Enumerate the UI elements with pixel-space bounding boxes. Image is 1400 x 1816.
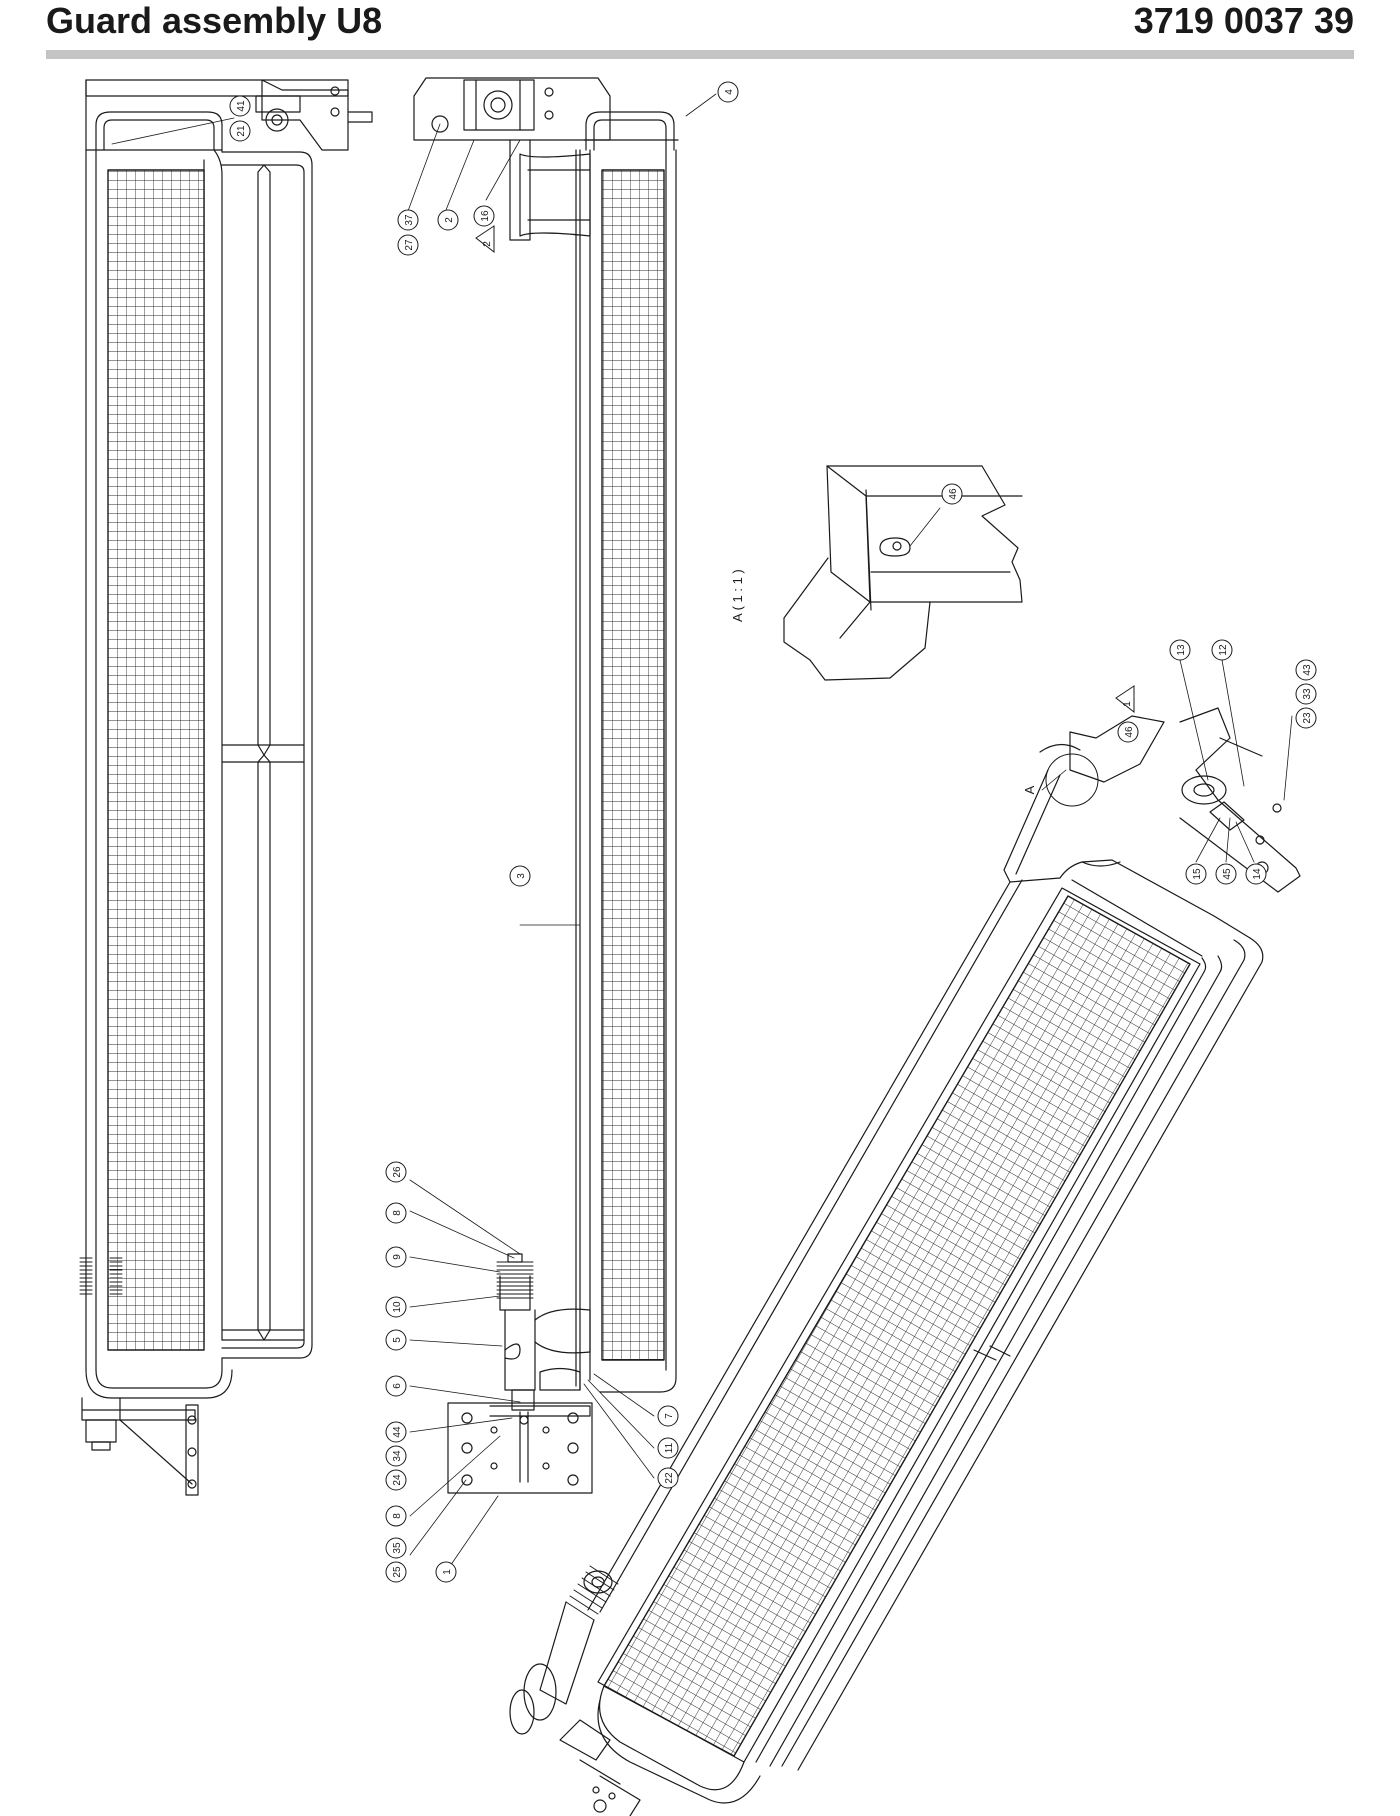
svg-text:1: 1: [1122, 701, 1133, 707]
callout-1: 1: [435, 1561, 457, 1583]
callout-45: 45: [1215, 863, 1237, 885]
detail-a-circle: [1045, 753, 1099, 807]
callout-44: 44: [385, 1421, 407, 1443]
revision-mark-1: 1: [1115, 685, 1135, 714]
svg-text:33: 33: [1302, 688, 1313, 700]
callout-3: 3: [509, 865, 531, 887]
svg-text:14: 14: [1252, 868, 1263, 880]
callout-24: 24: [385, 1469, 407, 1491]
header-rule: [46, 50, 1354, 59]
callout-22: 22: [657, 1467, 679, 1489]
callout-12: 12: [1211, 639, 1233, 661]
callout-46-detail: 46: [941, 483, 963, 505]
callout-46-iso: 46: [1117, 721, 1139, 743]
svg-text:13: 13: [1176, 644, 1187, 656]
svg-text:2: 2: [482, 241, 493, 247]
svg-text:27: 27: [404, 239, 415, 251]
callout-27: 27: [397, 234, 419, 256]
svg-text:11: 11: [664, 1442, 675, 1453]
isometric-guard-view: [509, 707, 1301, 1816]
svg-text:8: 8: [392, 1210, 403, 1216]
page-title: Guard assembly U8: [46, 0, 383, 41]
detail-a-view: [783, 465, 1023, 681]
svg-text:26: 26: [392, 1166, 403, 1178]
svg-text:44: 44: [392, 1426, 403, 1438]
callout-16: 16: [473, 205, 495, 227]
svg-text:12: 12: [1218, 644, 1229, 656]
callout-26: 26: [385, 1161, 407, 1183]
callout-9: 9: [385, 1246, 407, 1268]
svg-text:7: 7: [664, 1413, 675, 1419]
revision-mark-2: 2: [475, 225, 495, 254]
callout-5: 5: [385, 1329, 407, 1351]
callout-33: 33: [1295, 683, 1317, 705]
svg-text:37: 37: [404, 214, 415, 226]
callout-14: 14: [1245, 863, 1267, 885]
svg-text:3: 3: [516, 873, 527, 879]
part-number: 3719 0037 39: [1133, 0, 1354, 41]
callout-21: 21: [229, 120, 251, 142]
svg-text:5: 5: [392, 1337, 403, 1343]
callout-8-b: 8: [385, 1505, 407, 1527]
svg-text:15: 15: [1192, 868, 1203, 880]
callout-13: 13: [1169, 639, 1191, 661]
left-guard-view: [79, 79, 373, 1496]
svg-text:10: 10: [392, 1301, 403, 1313]
svg-text:34: 34: [392, 1450, 403, 1462]
callout-bubbles: 21 41 27 37 2 16 4 3 46 13 12 43 33 23 4…: [229, 81, 1317, 1583]
svg-text:35: 35: [392, 1542, 403, 1554]
svg-text:16: 16: [480, 210, 491, 222]
svg-text:4: 4: [724, 89, 735, 95]
svg-text:43: 43: [1302, 664, 1313, 676]
callout-6: 6: [385, 1375, 407, 1397]
svg-text:9: 9: [392, 1254, 403, 1260]
svg-text:22: 22: [664, 1472, 675, 1484]
svg-text:46: 46: [1124, 726, 1135, 738]
svg-text:24: 24: [392, 1474, 403, 1486]
svg-text:45: 45: [1222, 868, 1233, 880]
callout-35: 35: [385, 1537, 407, 1559]
callout-4: 4: [717, 81, 739, 103]
callout-7: 7: [657, 1405, 679, 1427]
detail-a-marker-label: A: [1022, 785, 1037, 794]
detail-a-scale-label: A ( 1 : 1 ): [730, 569, 745, 622]
callout-23: 23: [1295, 707, 1317, 729]
callout-41: 41: [229, 95, 251, 117]
callout-43: 43: [1295, 659, 1317, 681]
page-header: Guard assembly U8 3719 0037 39: [0, 0, 1400, 70]
callout-37: 37: [397, 209, 419, 231]
svg-text:25: 25: [392, 1566, 403, 1578]
svg-text:23: 23: [1302, 712, 1313, 724]
callout-15: 15: [1185, 863, 1207, 885]
svg-text:6: 6: [392, 1383, 403, 1389]
leader-lines: [111, 93, 1293, 1573]
middle-guard-view: [413, 77, 679, 1494]
svg-text:2: 2: [444, 217, 455, 223]
svg-text:41: 41: [236, 100, 247, 112]
svg-text:46: 46: [948, 488, 959, 500]
svg-text:8: 8: [392, 1513, 403, 1519]
callout-11: 11: [657, 1437, 679, 1459]
svg-text:21: 21: [236, 125, 247, 137]
callout-10: 10: [385, 1296, 407, 1318]
callout-8-a: 8: [385, 1202, 407, 1224]
callout-34: 34: [385, 1445, 407, 1467]
callout-2: 2: [437, 209, 459, 231]
callout-25: 25: [385, 1561, 407, 1583]
svg-text:1: 1: [442, 1569, 453, 1575]
